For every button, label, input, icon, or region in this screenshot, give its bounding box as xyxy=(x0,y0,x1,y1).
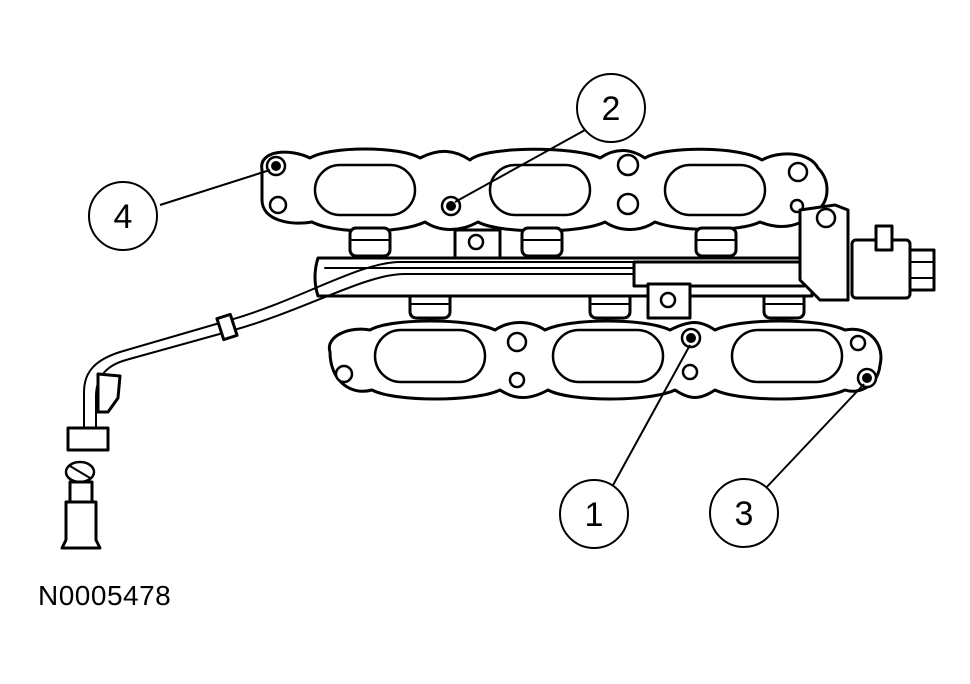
callout-2-label: 2 xyxy=(602,90,621,128)
lower-port-2 xyxy=(551,328,665,384)
upper-injectors xyxy=(348,226,738,258)
callout-2: 2 xyxy=(576,73,646,143)
callout-1: 1 xyxy=(559,479,629,549)
lower-port-1 xyxy=(373,328,487,384)
leader-1 xyxy=(611,344,691,488)
figure-id-label: N0005478 xyxy=(38,580,172,611)
callout-4: 4 xyxy=(88,181,158,251)
lower-manifold-flange xyxy=(327,319,883,401)
fuel-supply-line xyxy=(60,261,635,550)
upper-port-3 xyxy=(663,163,767,217)
leader-3 xyxy=(763,383,865,491)
fuel-rail xyxy=(313,203,936,320)
callout-4-label: 4 xyxy=(114,198,133,236)
leader-2 xyxy=(454,129,586,203)
callout-3-label: 3 xyxy=(735,495,754,533)
bolt-markers xyxy=(265,155,878,389)
callout-3: 3 xyxy=(709,478,779,548)
lower-port-3 xyxy=(730,328,844,384)
upper-manifold-flange xyxy=(260,147,829,251)
upper-port-1 xyxy=(313,163,417,217)
callout-1-label: 1 xyxy=(585,496,604,534)
leader-4 xyxy=(159,169,271,206)
upper-port-2 xyxy=(488,163,592,217)
